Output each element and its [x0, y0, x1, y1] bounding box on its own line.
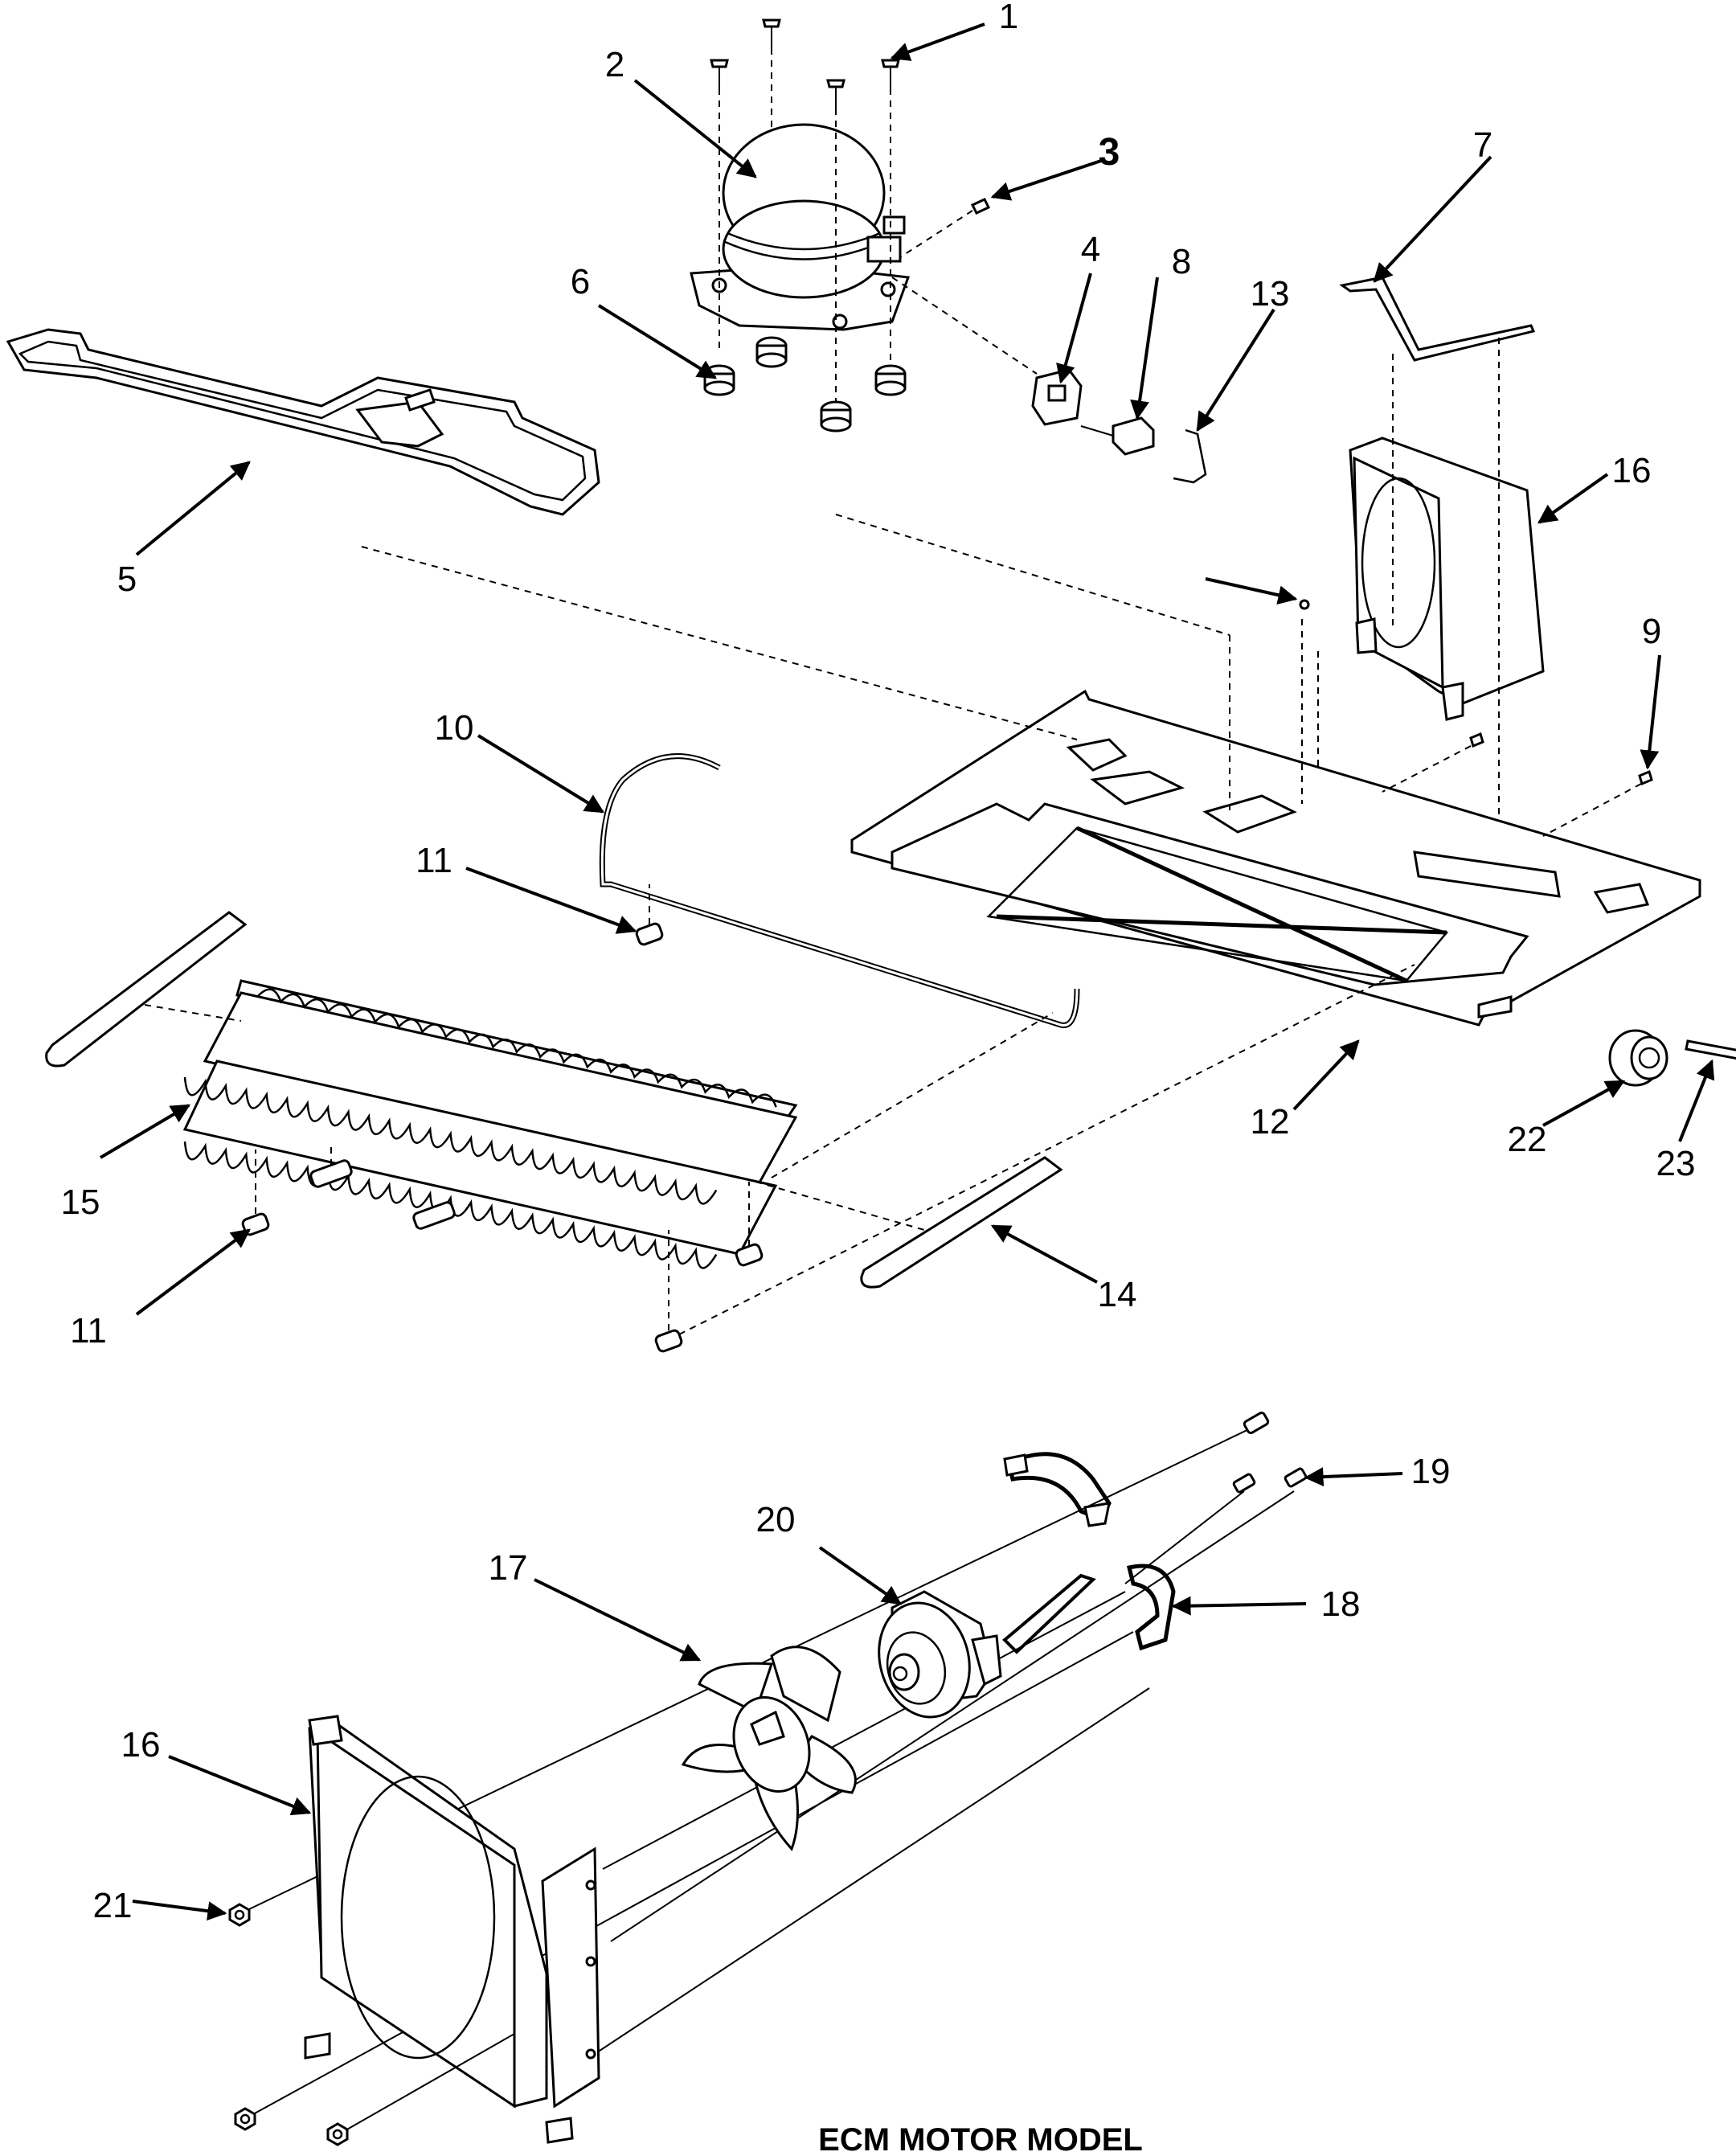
drain-pan — [6, 328, 600, 516]
fan-shroud-top — [1317, 338, 1545, 860]
callout-10: 10 — [435, 708, 474, 748]
fan-shroud-bottom — [304, 1715, 600, 2144]
callout-17: 17 — [489, 1548, 528, 1588]
callout-12: 12 — [1251, 1102, 1290, 1142]
motor-bracket-bottom — [1002, 1564, 1176, 1654]
diagram-caption: ECM MOTOR MODEL — [818, 2122, 1143, 2156]
callout-14: 14 — [1098, 1275, 1137, 1314]
callout-1: 1 — [999, 0, 1018, 36]
callout-6: 6 — [571, 262, 590, 301]
callout-2: 2 — [605, 45, 624, 84]
fan-motor-hub — [1608, 1029, 1668, 1087]
callout-19: 19 — [1411, 1452, 1451, 1491]
callout-11-top: 11 — [416, 841, 452, 880]
motor-bracket-top — [1003, 1452, 1112, 1527]
callout-18: 18 — [1321, 1584, 1361, 1624]
coil-loops-top — [256, 988, 777, 1108]
grommets — [703, 336, 907, 432]
relay-and-overload — [891, 198, 1207, 484]
callout-8: 8 — [1172, 242, 1191, 281]
coil-strips — [45, 911, 1063, 1289]
condenser-coil — [182, 979, 798, 1269]
callout-21: 21 — [93, 1886, 133, 1925]
motor-screws — [1124, 1412, 1308, 1584]
callout-labels: 1 2 3 4 5 6 7 8 9 10 11 11 12 13 14 15 1… — [61, 0, 1696, 1925]
callout-16-bottom: 16 — [121, 1725, 161, 1765]
callout-22: 22 — [1508, 1120, 1547, 1159]
coil-loops-bottom — [183, 1076, 718, 1269]
pin — [1685, 1039, 1736, 1060]
callout-11-bottom: 11 — [70, 1311, 107, 1351]
fan-nuts — [228, 1903, 515, 2146]
callout-3-top: 3 — [1099, 131, 1120, 174]
leader-arrows — [99, 23, 1715, 1921]
callout-13: 13 — [1251, 274, 1290, 314]
callout-23: 23 — [1656, 1144, 1696, 1183]
ecm-motor — [878, 1590, 1002, 1719]
callout-7: 7 — [1473, 125, 1492, 165]
compressor — [690, 123, 911, 331]
callout-20: 20 — [756, 1500, 796, 1539]
condenser-tube — [599, 753, 1080, 1028]
callout-9: 9 — [1642, 612, 1661, 651]
fan-blade — [681, 1646, 857, 1851]
base-screws — [1299, 599, 1653, 837]
callout-16-top: 16 — [1612, 451, 1652, 490]
compressor-bolts — [710, 18, 900, 402]
callout-15: 15 — [61, 1183, 100, 1222]
callout-4: 4 — [1081, 230, 1100, 269]
shield-top — [1339, 276, 1536, 362]
callout-5: 5 — [117, 559, 137, 599]
base-pan — [850, 689, 1701, 1027]
